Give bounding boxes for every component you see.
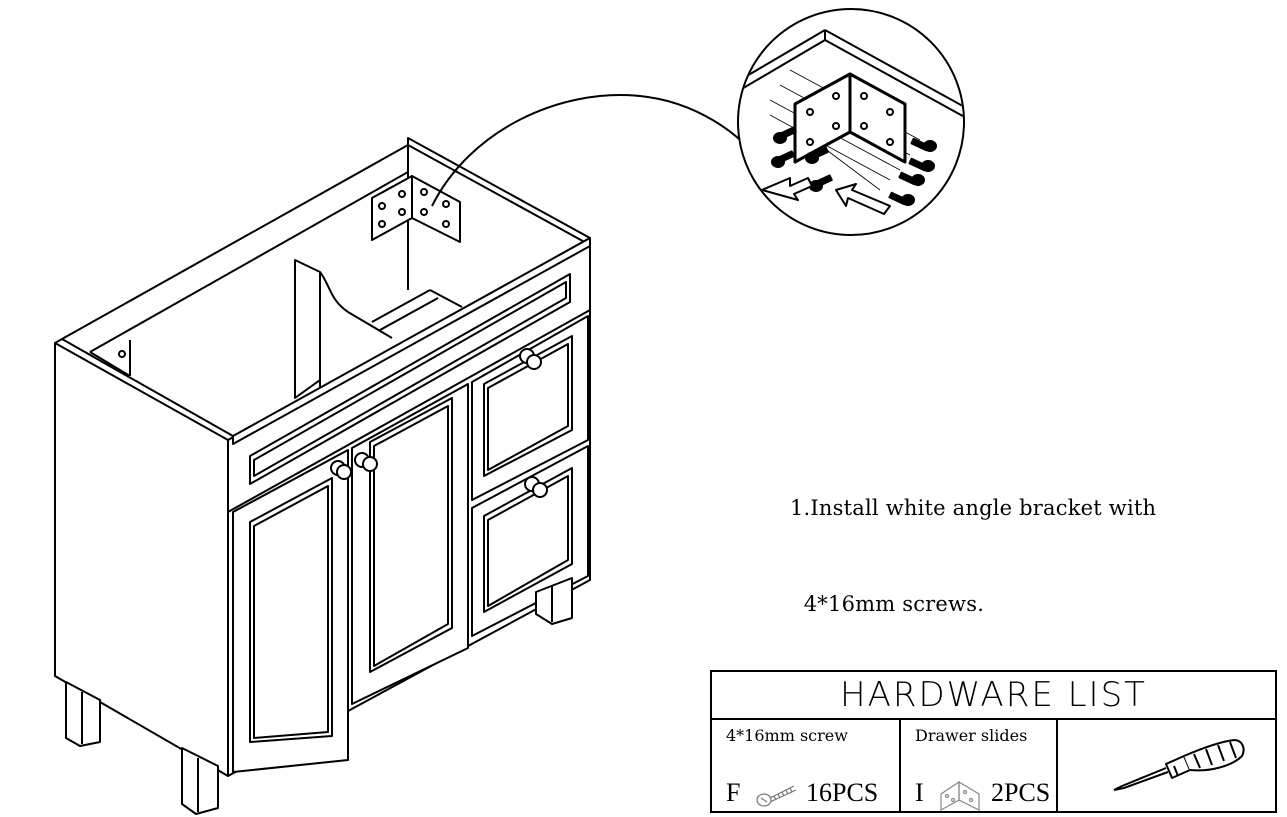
instruction-line-1: 1.Install white angle bracket with bbox=[790, 496, 1157, 520]
cabinet-doors bbox=[232, 383, 469, 773]
knob-icons bbox=[330, 348, 548, 498]
hardware-item-tool bbox=[1058, 720, 1275, 813]
angle-bracket-on-cabinet bbox=[118, 175, 461, 358]
screw-icon bbox=[756, 785, 797, 807]
hardware-item-code: F bbox=[726, 778, 741, 807]
instruction-text: 1.Install white angle bracket with 4*16m… bbox=[790, 428, 1156, 652]
hardware-item-code: I bbox=[915, 778, 924, 807]
hardware-item-label: Drawer slides bbox=[915, 726, 1028, 745]
hardware-item-screw: 4*16mm screw F 16PCS bbox=[712, 720, 901, 813]
cabinet-legs bbox=[65, 577, 573, 815]
hardware-item-drawer-slides: Drawer slides I 2PCS bbox=[901, 720, 1058, 813]
hardware-item-qty: 2PCS bbox=[991, 778, 1051, 807]
hardware-list-row: 4*16mm screw F 16PCS Drawer slides I bbox=[712, 720, 1275, 813]
angle-bracket-icon bbox=[940, 780, 980, 812]
hardware-list-title: HARDWARE LIST bbox=[712, 672, 1275, 720]
cabinet-divider bbox=[294, 259, 463, 399]
hardware-item-qty: 16PCS bbox=[806, 778, 879, 807]
detail-magnifier bbox=[737, 8, 965, 236]
instruction-line-2: 4*16mm screws. bbox=[790, 592, 985, 616]
hardware-list-table: HARDWARE LIST 4*16mm screw F 16PCS Drawe… bbox=[710, 670, 1277, 813]
callout-leader bbox=[431, 94, 749, 207]
screwdriver-icon bbox=[1113, 739, 1245, 791]
hardware-item-label: 4*16mm screw bbox=[726, 726, 848, 745]
